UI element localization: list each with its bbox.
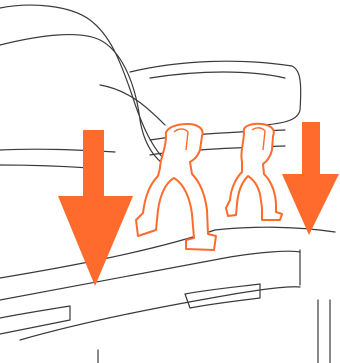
clip-icon [136,124,282,250]
down-arrow-icon [282,122,339,235]
table-front-bottom [20,287,300,340]
clip-left [136,124,216,250]
seat-outline-inner [0,5,165,160]
table-front-top [0,251,300,300]
seat-cover-top-inner [150,72,285,78]
down-arrow-icon [58,130,133,286]
seat-panel-left-lower [0,165,90,168]
table-leg-right [318,300,330,363]
table-top-edge [0,227,335,278]
seat-cover-edge [100,85,165,125]
clip-right [226,124,282,220]
